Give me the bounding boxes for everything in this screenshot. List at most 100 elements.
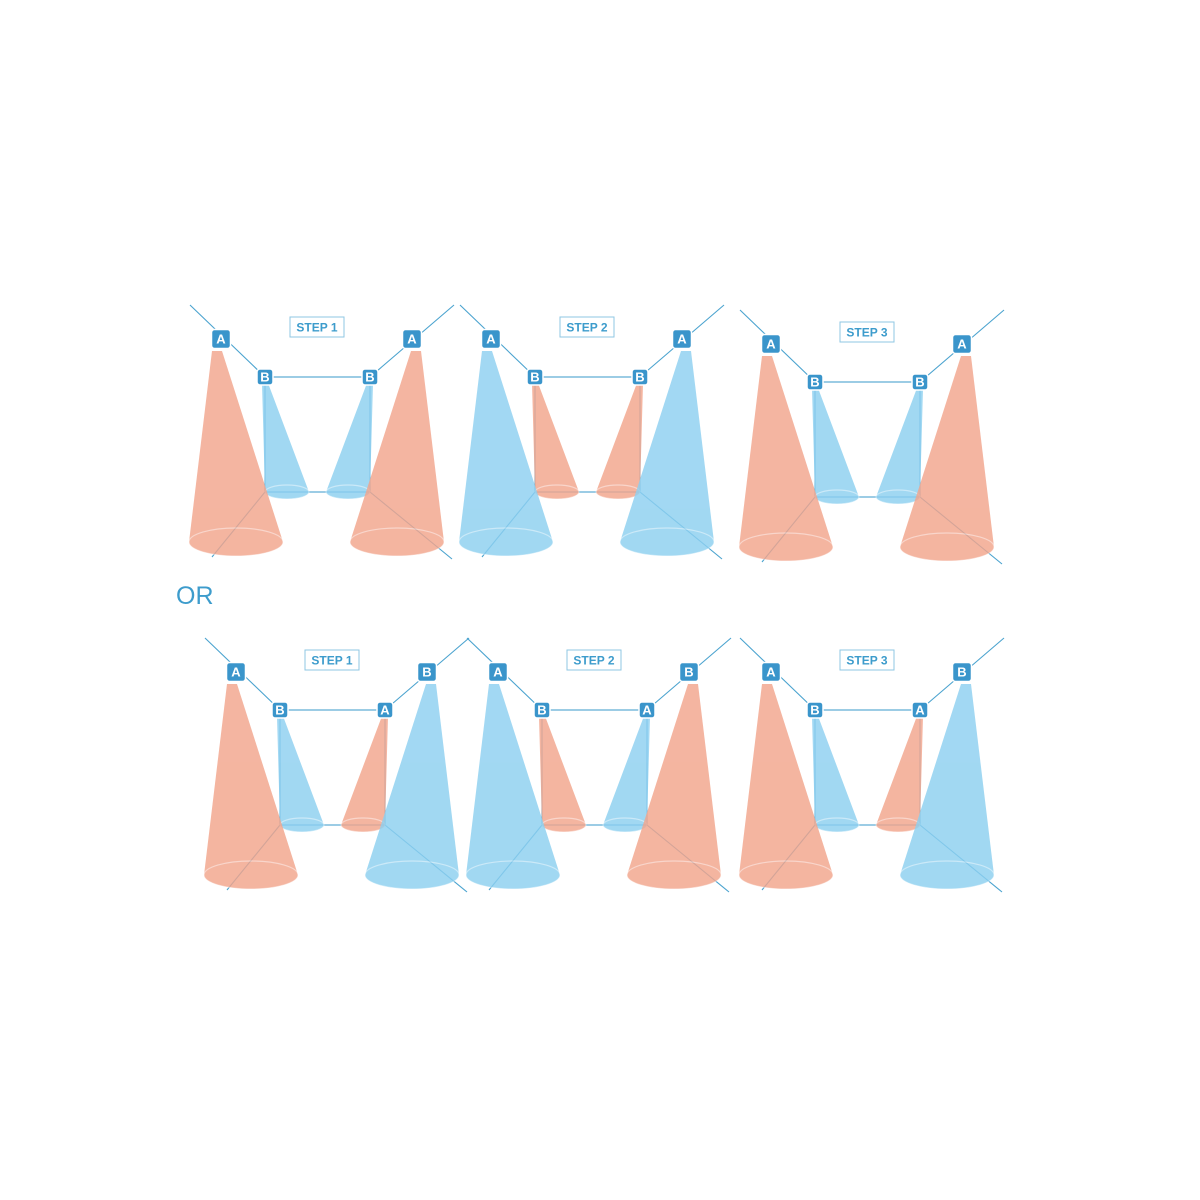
step-label: STEP 1 <box>296 321 337 335</box>
speaker-badge-front-right: B <box>951 661 973 683</box>
speaker-badge-rear-right: B <box>911 373 929 391</box>
speaker-badge-rear-right-box <box>638 701 656 719</box>
front-right-cone <box>899 356 995 562</box>
front-right-cone <box>349 351 445 557</box>
front-left-cone-body <box>739 684 833 889</box>
rear-right-cone <box>595 383 643 500</box>
rear-right-cone-body <box>876 716 923 832</box>
speaker-badge-front-left-box <box>480 328 502 350</box>
speaker-badge-rear-right: A <box>376 701 394 719</box>
speaker-badge-front-right-box <box>416 661 438 683</box>
rear-right-cone <box>602 716 650 833</box>
front-left-cone-body <box>459 351 553 556</box>
speaker-badge-front-right-letter: B <box>684 665 693 680</box>
front-right-cone-base-rim <box>619 527 715 557</box>
rear-right-cone <box>340 716 388 833</box>
rear-left-cone-body <box>812 716 859 832</box>
rear-right-cone-body <box>326 383 373 499</box>
speaker-badge-front-right-box <box>678 661 700 683</box>
rear-right-cone-body <box>341 716 388 832</box>
speaker-badge-rear-right: B <box>631 368 649 386</box>
speaker-badge-front-right: A <box>401 328 423 350</box>
speaker-badge-front-left: A <box>760 661 782 683</box>
speaker-badge-front-left-letter: A <box>766 337 776 352</box>
front-left-cone-body <box>739 356 833 561</box>
front-left-cone-body <box>466 684 560 889</box>
front-right-cone-body <box>350 351 444 556</box>
rear-right-cone <box>875 716 923 833</box>
step-label-box <box>839 649 895 671</box>
rear-left-cone-body <box>277 716 324 832</box>
front-left-cone-base-rim <box>188 527 284 557</box>
front-right-cone-body <box>365 684 459 889</box>
step-label: STEP 1 <box>311 654 352 668</box>
step-label-box <box>839 321 895 343</box>
step-label: STEP 3 <box>846 654 887 668</box>
front-right-cone-base-rim <box>364 860 460 890</box>
speaker-badge-rear-left: B <box>806 373 824 391</box>
front-right-cone-base-rim <box>899 532 995 562</box>
speaker-badge-rear-left: B <box>526 368 544 386</box>
rear-right-cone-body <box>596 383 643 499</box>
front-left-cone-base-rim <box>458 527 554 557</box>
speaker-badge-rear-left: B <box>271 701 289 719</box>
speaker-badge-front-left-box <box>760 661 782 683</box>
speaker-badge-rear-right: A <box>911 701 929 719</box>
rear-left-cone-body <box>262 383 309 499</box>
speaker-badge-rear-left-letter: B <box>537 703 546 718</box>
speaker-badge-rear-left: B <box>256 368 274 386</box>
front-left-cone <box>458 351 554 557</box>
speaker-badge-front-left-letter: A <box>493 665 503 680</box>
rear-left-cone <box>812 388 860 505</box>
speaker-badge-front-right: A <box>671 328 693 350</box>
speaker-badge-rear-left: B <box>806 701 824 719</box>
speaker-badge-front-left-box <box>225 661 247 683</box>
speaker-badge-front-right-box <box>401 328 423 350</box>
speaker-badge-rear-left-box <box>533 701 551 719</box>
speaker-badge-rear-left-letter: B <box>260 370 269 385</box>
speaker-badge-front-right: B <box>678 661 700 683</box>
front-left-cone-base-rim <box>203 860 299 890</box>
front-left-cone <box>203 684 299 890</box>
front-left-cone-body <box>189 351 283 556</box>
speaker-badge-rear-left-letter: B <box>810 375 819 390</box>
speaker-badge-front-left: A <box>760 333 782 355</box>
speaker-badge-rear-left-letter: B <box>810 703 819 718</box>
front-right-cone <box>619 351 715 557</box>
speaker-badge-rear-left-box <box>806 701 824 719</box>
speaker-badge-front-right-letter: B <box>957 665 966 680</box>
step-label: STEP 2 <box>573 654 614 668</box>
speaker-badge-front-left-box <box>760 333 782 355</box>
front-left-cone-body <box>204 684 298 889</box>
rear-right-cone <box>325 383 373 500</box>
front-left-cone <box>738 356 834 562</box>
speaker-badge-rear-right-box <box>361 368 379 386</box>
step-label-box <box>566 649 622 671</box>
speaker-badge-rear-left: B <box>533 701 551 719</box>
speaker-badge-front-right-letter: A <box>957 337 967 352</box>
front-left-cone-base-rim <box>738 532 834 562</box>
speaker-badge-rear-left-letter: B <box>530 370 539 385</box>
rear-left-cone <box>277 716 325 833</box>
speaker-badge-rear-right-box <box>911 373 929 391</box>
rear-left-cone <box>532 383 580 500</box>
speaker-badge-rear-right-letter: A <box>380 703 390 718</box>
front-right-cone <box>899 684 995 890</box>
speaker-badge-front-right-letter: A <box>407 332 417 347</box>
speaker-badge-rear-left-box <box>271 701 289 719</box>
front-right-cone <box>626 684 722 890</box>
front-left-cone <box>188 351 284 557</box>
front-right-cone-base-rim <box>349 527 445 557</box>
speaker-badge-front-left: A <box>225 661 247 683</box>
speaker-badge-front-right-letter: B <box>422 665 431 680</box>
speaker-badge-rear-left-letter: B <box>275 703 284 718</box>
speaker-badge-rear-right-box <box>376 701 394 719</box>
speaker-badge-rear-right: B <box>361 368 379 386</box>
speaker-badge-front-right: B <box>416 661 438 683</box>
speaker-badge-rear-left-box <box>256 368 274 386</box>
speaker-badge-rear-left-box <box>806 373 824 391</box>
